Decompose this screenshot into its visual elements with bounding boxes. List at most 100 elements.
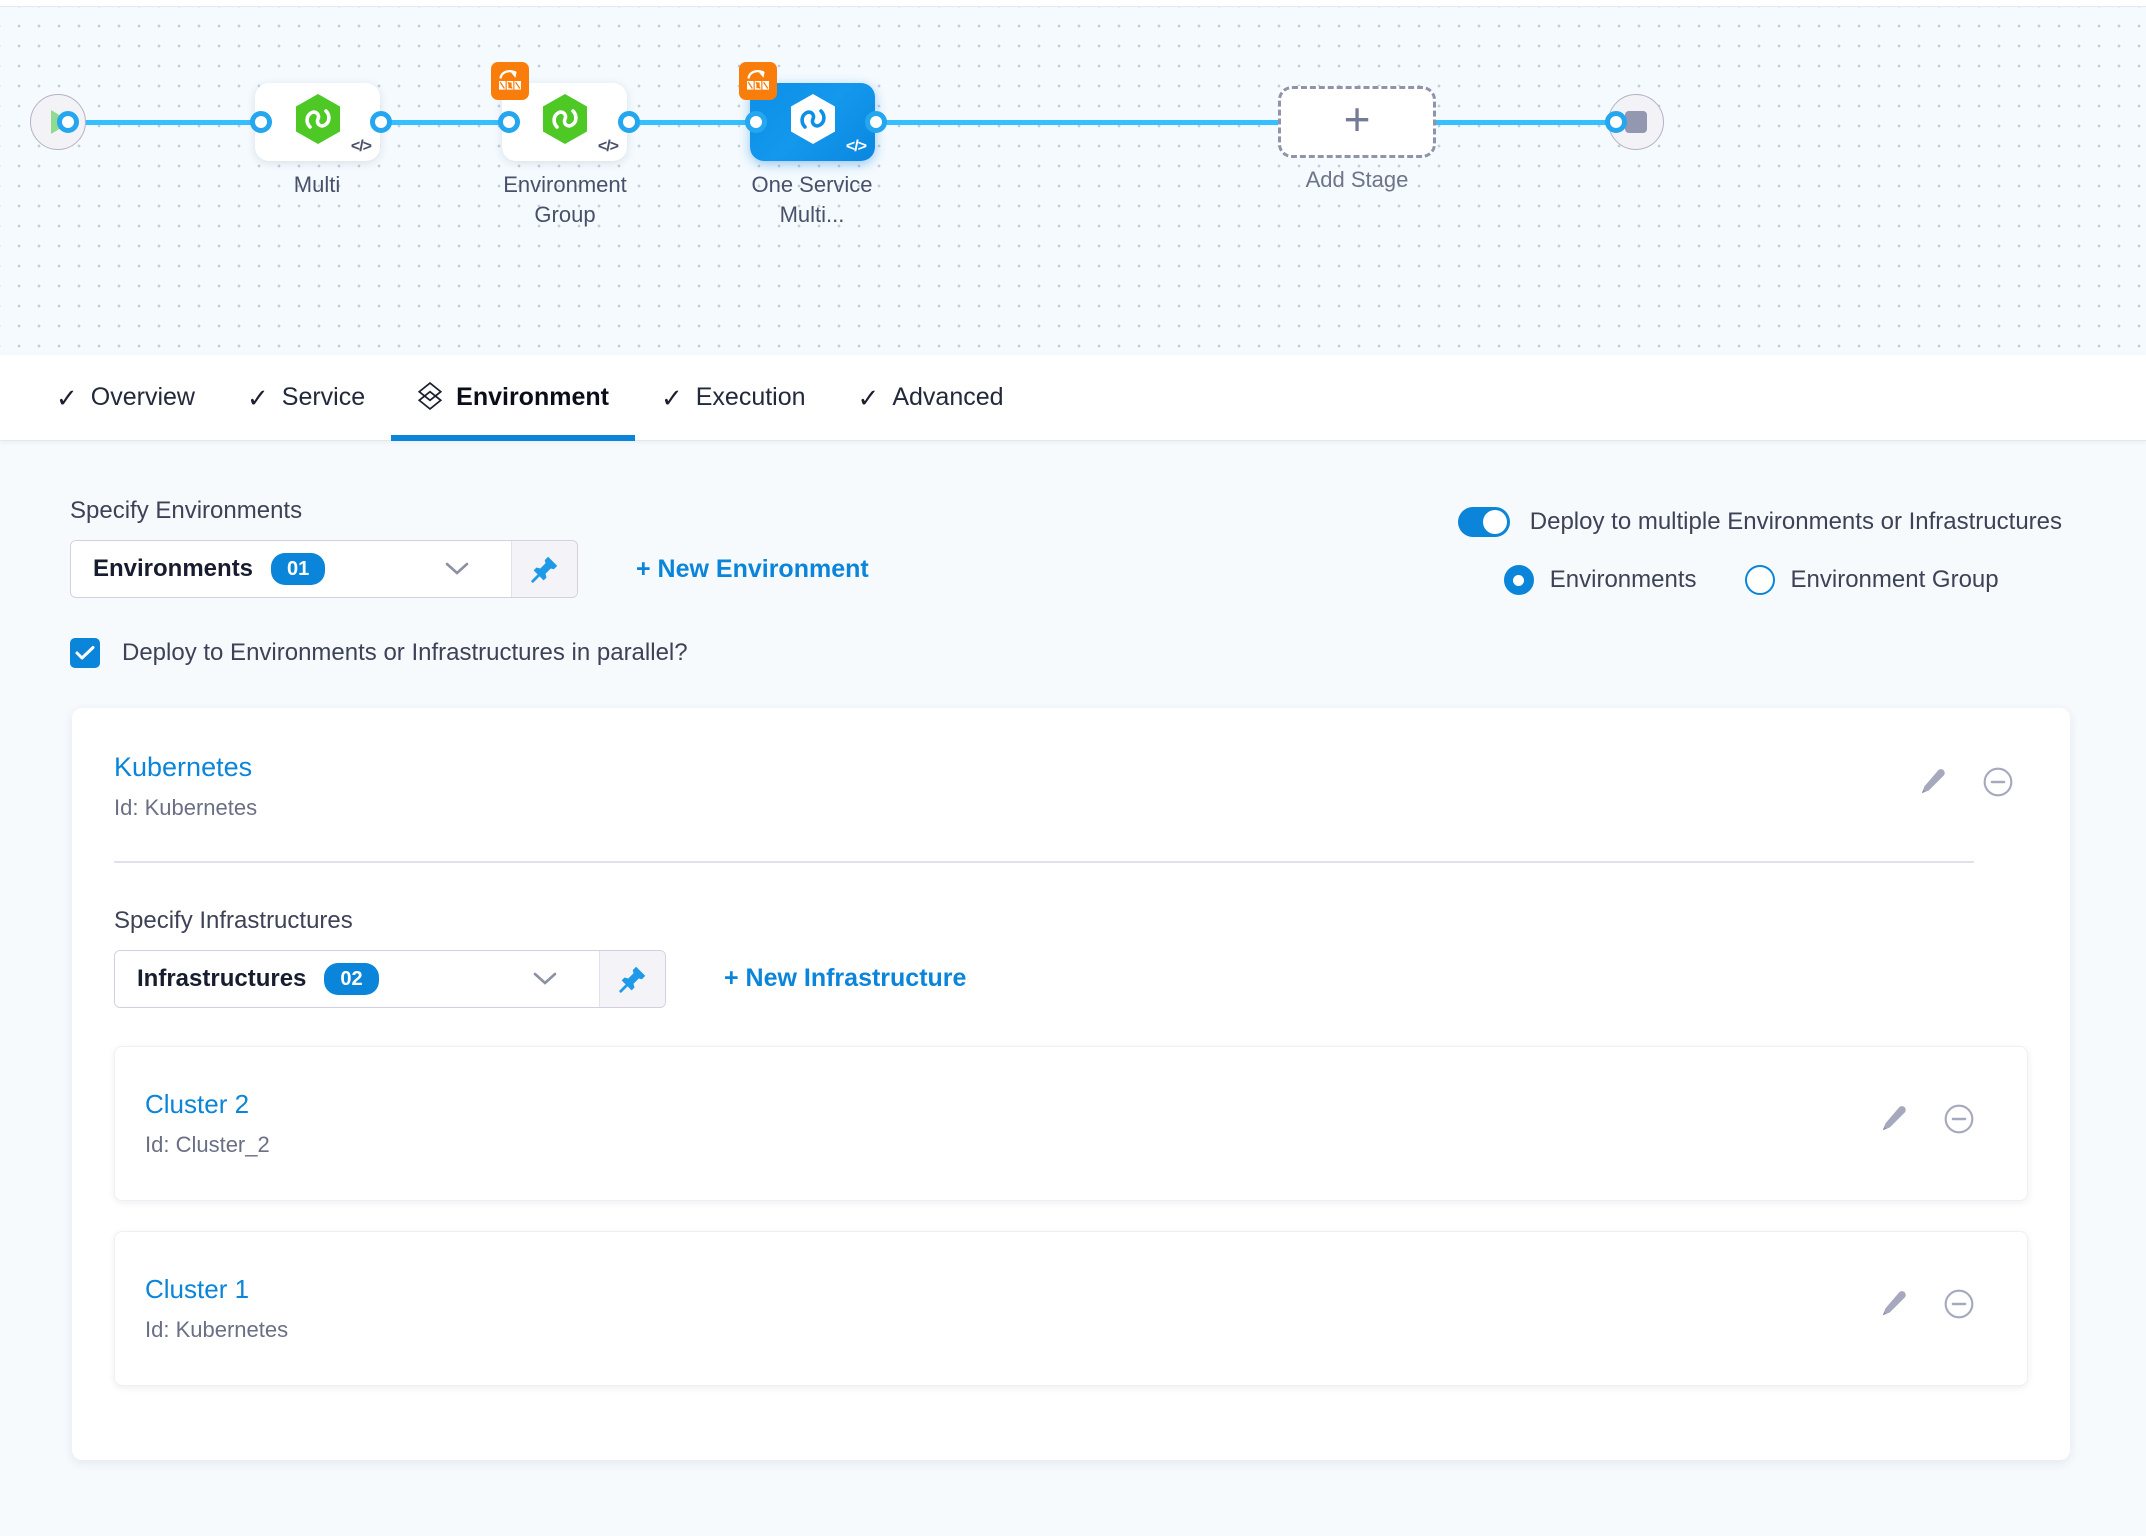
- multi-deployment-badge-icon: [739, 62, 777, 100]
- environments-header-row: Specify Environments Environments 01: [0, 441, 2146, 598]
- minus-circle-icon[interactable]: [1982, 766, 2014, 798]
- environments-dropdown-main[interactable]: Environments 01: [71, 541, 511, 597]
- infrastructure-identity: Cluster 2 Id: Cluster_2: [145, 1089, 270, 1158]
- tab-overview-label: Overview: [90, 383, 195, 411]
- stop-icon: [1625, 111, 1647, 133]
- environment-id: Id: Kubernetes: [114, 795, 258, 820]
- radio-environments-label: Environments: [1549, 566, 1697, 593]
- stage-node-multi[interactable]: </>: [255, 83, 380, 161]
- infrastructure-title[interactable]: Cluster 2: [145, 1088, 250, 1119]
- infrastructure-title[interactable]: Cluster 1: [145, 1273, 250, 1304]
- pin-icon[interactable]: [511, 541, 577, 597]
- connector-line-5: [1430, 120, 1630, 125]
- environment-title[interactable]: Kubernetes: [114, 752, 253, 782]
- chevron-down-icon[interactable]: [531, 970, 577, 988]
- pencil-icon[interactable]: [1879, 1104, 1909, 1134]
- infrastructure-list: Cluster 2 Id: Cluster_2: [114, 1045, 2028, 1386]
- environments-count-badge: 01: [271, 553, 326, 585]
- deploy-multiple-toggle-row[interactable]: Deploy to multiple Environments or Infra…: [1457, 507, 2062, 537]
- pin-icon-svg: [530, 556, 557, 583]
- port-envgroup-out[interactable]: [618, 111, 640, 133]
- port-oneservice-in[interactable]: [745, 111, 767, 133]
- new-infrastructure-link[interactable]: + New Infrastructure: [724, 964, 967, 992]
- chevron-down-icon[interactable]: [443, 560, 489, 578]
- port-end-in[interactable]: [1605, 111, 1627, 133]
- check-icon: ✓: [56, 382, 78, 413]
- tab-environment[interactable]: Environment: [391, 355, 635, 441]
- stage-node-environment-group[interactable]: </>: [491, 62, 627, 161]
- stage-code-icon[interactable]: </>: [845, 138, 867, 155]
- harness-logo-icon: [296, 94, 340, 144]
- rollback-boxes-icon: [499, 70, 521, 90]
- pencil-icon-svg: [1882, 1290, 1906, 1315]
- connector-line-2: [310, 120, 510, 125]
- parallel-deploy-checkbox-row[interactable]: Deploy to Environments or Infrastructure…: [0, 598, 2146, 668]
- tab-service-label: Service: [281, 383, 366, 411]
- deploy-multiple-toggle[interactable]: [1457, 507, 1510, 537]
- pencil-icon[interactable]: [1879, 1289, 1909, 1319]
- port-start-out[interactable]: [57, 111, 79, 133]
- infrastructure-id: Id: Cluster_2: [145, 1131, 270, 1157]
- port-envgroup-in[interactable]: [498, 111, 520, 133]
- minus-circle-icon-svg: [1944, 1289, 1974, 1318]
- infrastructure-row-actions: [1879, 1089, 1989, 1135]
- window-top-strip: [0, 0, 2146, 7]
- minus-circle-icon-svg: [1944, 1104, 1974, 1133]
- infrastructure-identity: Cluster 1 Id: Kubernetes: [145, 1274, 288, 1343]
- check-icon: ✓: [246, 382, 269, 413]
- port-oneservice-out[interactable]: [865, 111, 887, 133]
- pin-icon[interactable]: [599, 950, 665, 1007]
- tab-overview[interactable]: ✓ Overview: [30, 355, 221, 440]
- infrastructures-dropdown-main[interactable]: Infrastructures 02: [115, 950, 599, 1007]
- radio-environments[interactable]: Environments: [1503, 565, 1697, 595]
- infrastructures-dropdown-row: Infrastructures 02: [114, 949, 2028, 1008]
- specify-environments-group: Specify Environments Environments 01: [70, 497, 869, 598]
- deploy-multiple-label: Deploy to multiple Environments or Infra…: [1529, 508, 2062, 535]
- stage-node-one-service-multi[interactable]: </>: [739, 62, 875, 161]
- pencil-icon-svg: [1921, 769, 1945, 794]
- tab-service[interactable]: ✓ Service: [221, 355, 391, 440]
- port-multi-out[interactable]: [370, 111, 392, 133]
- pin-icon-svg: [618, 966, 645, 993]
- new-environment-link[interactable]: + New Environment: [636, 554, 869, 583]
- parallel-deploy-label: Deploy to Environments or Infrastructure…: [122, 639, 688, 666]
- stage-code-icon[interactable]: </>: [597, 138, 619, 155]
- layers-icon: [417, 381, 443, 414]
- pencil-icon[interactable]: [1918, 767, 1948, 797]
- deploy-scope-radio-group: Environments Environment Group: [1458, 565, 2062, 595]
- minus-circle-icon[interactable]: [1943, 1103, 1975, 1135]
- minus-circle-icon[interactable]: [1943, 1288, 1975, 1320]
- infrastructures-dropdown-text: Infrastructures: [137, 964, 307, 992]
- tab-advanced[interactable]: ✓ Advanced: [832, 355, 1030, 440]
- infrastructures-dropdown[interactable]: Infrastructures 02: [114, 949, 666, 1008]
- check-icon: ✓: [857, 382, 880, 413]
- stage-label-multi: Multi: [293, 172, 341, 197]
- environments-dropdown-text: Environments: [93, 555, 254, 582]
- parallel-deploy-checkbox[interactable]: [70, 638, 100, 668]
- radio-environment-group[interactable]: Environment Group: [1744, 565, 1999, 595]
- add-stage-button[interactable]: +: [1278, 86, 1436, 158]
- add-stage-label: Add Stage: [1305, 167, 1409, 192]
- connector-line-4: [805, 120, 1285, 125]
- deploy-options-group: Deploy to multiple Environments or Infra…: [1457, 497, 2062, 598]
- harness-logo-icon: [791, 94, 835, 144]
- environments-dropdown[interactable]: Environments 01: [70, 540, 578, 598]
- radio-environment-group-dot: [1744, 565, 1775, 595]
- infrastructure-row-actions: [1879, 1274, 1989, 1320]
- tab-execution[interactable]: ✓ Execution: [635, 355, 832, 440]
- check-icon: [75, 646, 95, 660]
- environments-dropdown-row: Environments 01: [70, 540, 869, 598]
- stage-code-icon[interactable]: </>: [350, 138, 372, 155]
- stage-tabbar: ✓ Overview ✓ Service Environment ✓ Execu…: [0, 355, 2146, 441]
- infrastructure-row: Cluster 1 Id: Kubernetes: [114, 1230, 2028, 1386]
- layers-icon-svg: [418, 381, 443, 410]
- environment-identity: Kubernetes Id: Kubernetes: [114, 752, 257, 821]
- radio-environments-dot: [1503, 565, 1534, 595]
- environment-card-divider: [114, 861, 1974, 863]
- environment-card: Kubernetes Id: Kubernetes: [72, 708, 2070, 1460]
- port-multi-in[interactable]: [250, 111, 272, 133]
- check-icon: ✓: [660, 382, 683, 413]
- environment-card-actions: [1918, 752, 2028, 798]
